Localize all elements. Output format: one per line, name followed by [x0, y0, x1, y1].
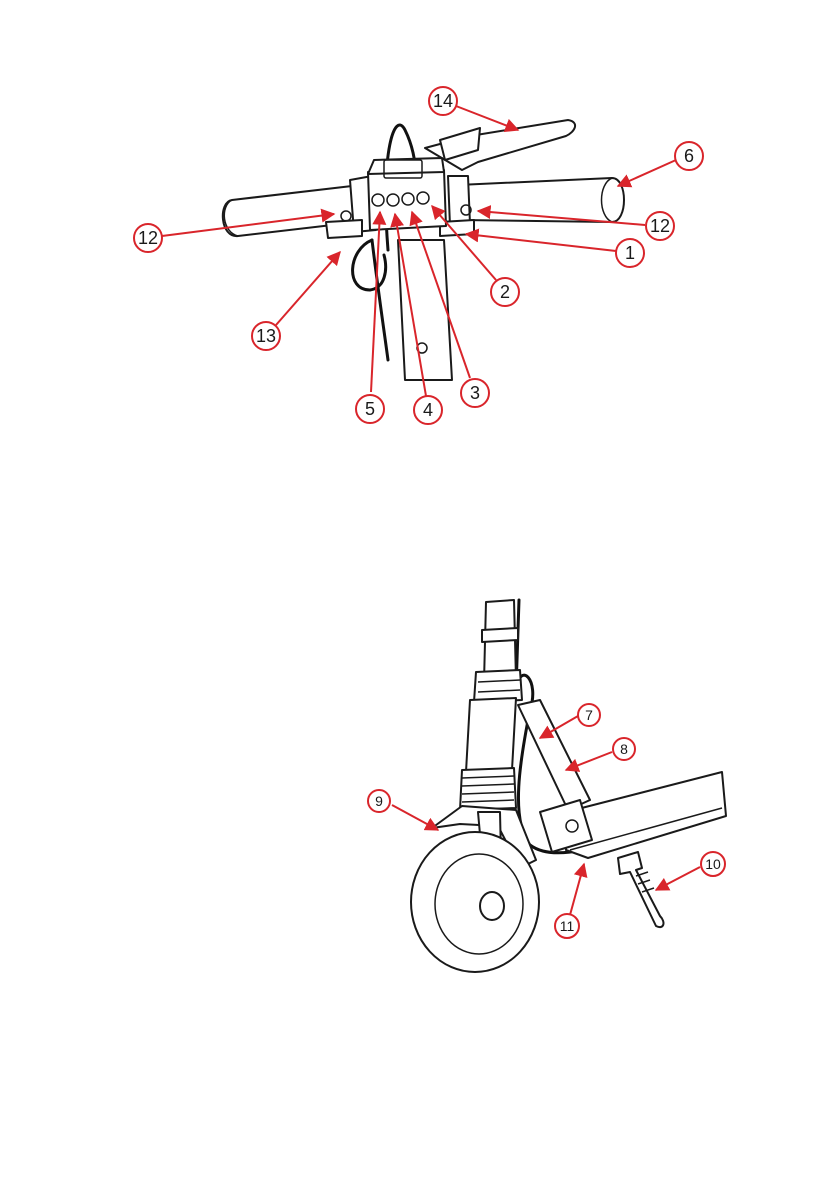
callout-4: 4: [414, 396, 442, 424]
callout-12-left-label: 12: [138, 228, 158, 248]
callout-1-label: 1: [625, 243, 635, 263]
stem: [398, 240, 452, 380]
callout-14: 14: [429, 87, 457, 115]
callout-7: 7: [578, 704, 600, 726]
throttle-cable: [353, 240, 386, 290]
callout-10: 10: [701, 852, 725, 876]
callout-12-right-label: 12: [650, 216, 670, 236]
callout-6-label: 6: [684, 146, 694, 166]
callout-8-label: 8: [620, 741, 628, 757]
callout-14-label: 14: [433, 91, 453, 111]
callout-6: 6: [675, 142, 703, 170]
callout-9-label: 9: [375, 793, 383, 809]
callout-11: 11: [555, 914, 579, 938]
lower-stem: [466, 698, 516, 772]
callout-5-label: 5: [365, 399, 375, 419]
callout-4-label: 4: [423, 400, 433, 420]
callout-9: 9: [368, 790, 390, 812]
callout-2-label: 2: [500, 282, 510, 302]
callout-10-label: 10: [705, 856, 721, 872]
callout-3: 3: [461, 379, 489, 407]
callout-11-label: 11: [560, 918, 575, 934]
callout-13: 13: [252, 322, 280, 350]
callout-12-right: 12: [646, 212, 674, 240]
right-clamp: [448, 176, 470, 226]
callout-13-label: 13: [256, 326, 276, 346]
callout-3-label: 3: [470, 383, 480, 403]
callout-5: 5: [356, 395, 384, 423]
callout-12-left: 12: [134, 224, 162, 252]
suspension-spring: [460, 768, 516, 810]
handlebar-figure: 14 6 12 12 1 2 13 5 4 3: [134, 87, 703, 424]
scooter-front-figure: 7 8 9 10 11: [368, 600, 726, 972]
callout-8: 8: [613, 738, 635, 760]
callout-7-label: 7: [585, 707, 593, 723]
callout-1: 1: [616, 239, 644, 267]
front-wheel: [411, 832, 539, 972]
callout-2: 2: [491, 278, 519, 306]
